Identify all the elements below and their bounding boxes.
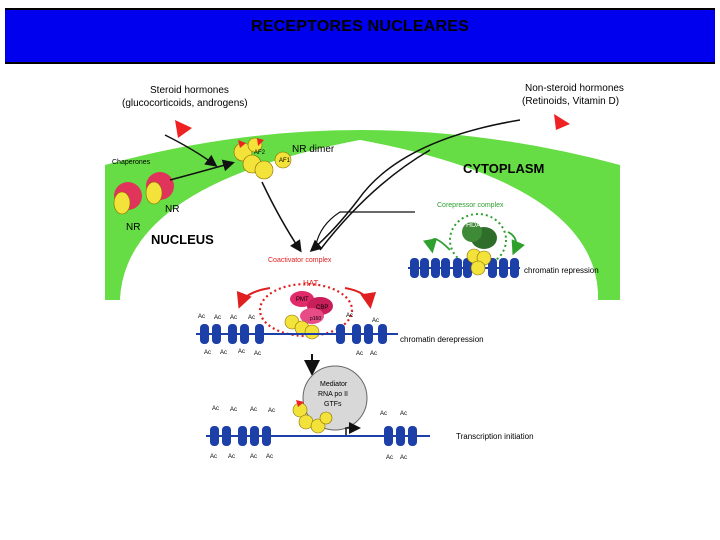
transcription-nucleosome-row — [210, 426, 417, 446]
nr-label-a: NR — [165, 204, 179, 215]
coactivator-red-arrow-right — [344, 287, 377, 309]
ac-label: Ac — [212, 406, 219, 412]
chaperone-receptor-complex-2 — [145, 172, 174, 205]
transcription-start-arrow — [345, 422, 361, 436]
chaperone-release-arrow — [169, 159, 235, 181]
mediator-label-2: RNA po II — [318, 391, 348, 398]
cbp-label: CBP — [316, 305, 328, 311]
nonsteroid-hormones-sub: (Retinoids, Vitamin D) — [522, 96, 619, 107]
ac-label: Ac — [248, 315, 255, 321]
ac-label: Ac — [210, 454, 217, 460]
repression-green-arrow-left — [422, 238, 451, 254]
ac-label: Ac — [266, 454, 273, 460]
repression-green-arrow-right — [507, 231, 525, 256]
corepressor-complex-label: Corepressor complex — [437, 202, 504, 209]
chaperones-label: Chaperones — [112, 159, 151, 166]
transcription-receptor-dimer — [292, 400, 333, 434]
hdac-label: HDAC — [466, 222, 486, 229]
ac-label: Ac — [250, 454, 257, 460]
nonsteroid-entry-arrow — [309, 119, 521, 252]
coactivator-receptor-dimer — [284, 314, 320, 340]
nonsteroid-hormone-triangle — [554, 114, 570, 130]
ac-label: Ac — [198, 314, 205, 320]
nonsteroid-to-corepressor-arrow — [319, 149, 431, 251]
nonsteroid-hormones-label: Non-steroid hormones — [525, 83, 624, 94]
ac-label: Ac — [204, 350, 211, 356]
nr-dimer — [233, 137, 292, 180]
ac-label: Ac — [214, 315, 221, 321]
cytoplasm-label: CYTOPLASM — [463, 161, 544, 176]
chromatin-repression-label: chromatin repression — [524, 266, 599, 275]
ac-label: Ac — [230, 315, 237, 321]
ac-label: Ac — [220, 350, 227, 356]
ac-label: Ac — [356, 351, 363, 357]
dimer-to-coactivator-arrow — [261, 181, 302, 253]
ac-label: Ac — [346, 313, 353, 319]
af2-label: AF2 — [254, 150, 266, 156]
ac-label: Ac — [254, 351, 261, 357]
derepressed-nucleosome-row — [200, 324, 387, 344]
coactivator-complex-label: Coactivator complex — [268, 257, 332, 264]
corepressor-dotted-ring — [449, 213, 507, 267]
ac-label: Ac — [386, 455, 393, 461]
ac-label: Ac — [370, 351, 377, 357]
coactivator-red-arrow-left — [236, 287, 271, 309]
af1-label: AF1 — [279, 158, 291, 164]
transcription-initiation-label: Transcription initiation — [456, 432, 534, 441]
mediator-complex — [302, 365, 368, 431]
steroid-hormones-label: Steroid hormones — [150, 85, 229, 96]
mediator-label-1: Mediator — [320, 381, 348, 388]
chaperone-receptor-complex-1 — [113, 182, 142, 215]
repressed-receptor-dimer — [466, 248, 492, 276]
ac-label: Ac — [230, 407, 237, 413]
page-title: RECEPTORES NUCLEARES — [251, 18, 469, 35]
ac-label: Ac — [380, 411, 387, 417]
ac-label: Ac — [268, 408, 275, 414]
corepressor-feed-line — [315, 211, 415, 246]
coactivator-complex — [290, 291, 333, 324]
hat-label: HAT — [303, 279, 319, 288]
title-bar: RECEPTORES NUCLEARES — [5, 8, 715, 64]
ac-label: Ac — [250, 407, 257, 413]
nucleus-label: NUCLEUS — [151, 232, 214, 247]
steroid-hormones-sub: (glucocorticoids, androgens) — [122, 98, 248, 109]
ac-label: Ac — [228, 454, 235, 460]
ac-label: Ac — [372, 318, 379, 324]
coactivator-dotted-ring — [258, 282, 354, 338]
nr-label-b: NR — [126, 222, 140, 233]
ac-label: Ac — [400, 411, 407, 417]
steroid-entry-arrow — [164, 134, 218, 167]
corepressor-complex — [462, 222, 497, 249]
cytoplasm-band — [105, 130, 620, 300]
mediator-label-3: GTFs — [324, 401, 342, 408]
p160-label: p160 — [310, 316, 321, 322]
steroid-hormone-triangle — [175, 120, 192, 138]
nr-dimer-label: NR dimer — [292, 144, 335, 155]
ac-label: Ac — [238, 349, 245, 355]
ac-label: Ac — [400, 455, 407, 461]
pmt-label: PMT — [296, 297, 309, 303]
repressed-nucleosome-row — [410, 258, 519, 278]
chromatin-derepression-label: chromatin derepression — [400, 335, 484, 344]
